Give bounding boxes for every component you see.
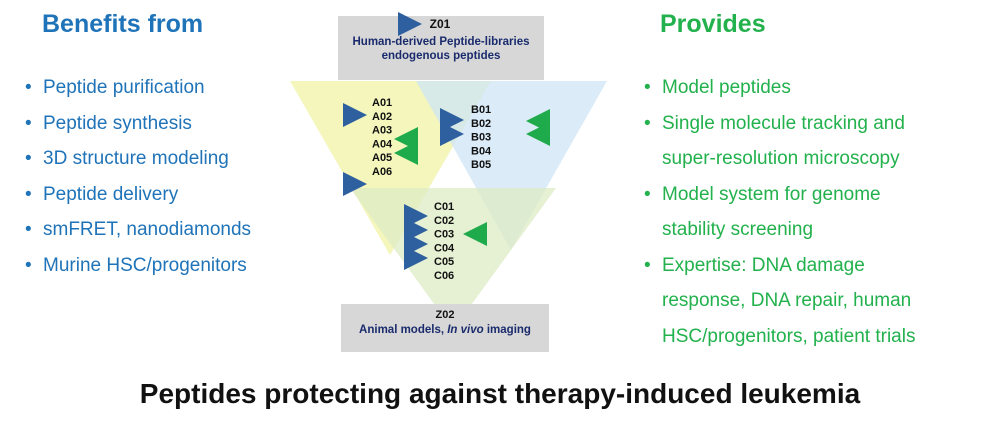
benefit-item: 3D structure modeling	[25, 141, 251, 177]
peptide-label-c02: C02	[434, 215, 454, 227]
peptide-label-c01: C01	[434, 201, 454, 213]
triangle-c	[350, 188, 556, 330]
provides-item: response, DNA repair, human	[662, 290, 912, 311]
peptide-label-c04: C04	[434, 242, 455, 254]
provides-item: HSC/progenitors, patient trials	[662, 325, 916, 347]
provides-heading: Provides	[660, 10, 766, 38]
footer-title: Peptides protecting against therapy-indu…	[139, 378, 861, 409]
benefit-item: Murine HSC/progenitors	[25, 248, 251, 284]
benefit-item: smFRET, nanodiamonds	[25, 212, 251, 248]
benefit-item: Peptide purification	[25, 70, 251, 106]
z02-label: Z02	[436, 309, 455, 321]
benefit-item: Peptide delivery	[25, 177, 251, 213]
provides-item: Single molecule tracking and	[644, 106, 915, 142]
z01-label: Z01	[430, 17, 451, 31]
peptide-label-c06: C06	[434, 270, 454, 282]
provides-list: Model peptidesSingle molecule tracking a…	[644, 70, 915, 354]
peptide-label-a03: A03	[372, 125, 392, 137]
top-library-box	[338, 16, 544, 80]
peptide-label-b03: B03	[471, 132, 491, 144]
bottom-box-text: Z02 Animal models, In vivo imaging	[359, 309, 531, 336]
provides-item: Model system for genome	[644, 177, 915, 213]
provides-item: super-resolution microscopy	[662, 148, 900, 169]
provides-item: Model peptides	[644, 70, 915, 106]
peptide-label-b02: B02	[471, 118, 491, 130]
benefits-from-heading: Benefits from	[42, 10, 204, 38]
top-box-text: Z01 Human-derived Peptide-libraries endo…	[352, 12, 530, 62]
bottom-box-line1: Animal models, In vivo imaging	[359, 324, 531, 336]
peptide-label-a01: A01	[372, 97, 392, 109]
peptide-label-b04: B04	[471, 145, 492, 157]
top-box-line2: endogenous peptides	[382, 50, 501, 62]
benefits-list: Peptide purificationPeptide synthesis3D …	[25, 70, 251, 283]
peptide-label-b01: B01	[471, 104, 491, 116]
peptide-label-a05: A05	[372, 152, 392, 164]
bottom-models-box	[341, 304, 549, 352]
peptide-label-b05: B05	[471, 159, 491, 171]
peptide-library-venn-diagram: Z01 Human-derived Peptide-libraries endo…	[290, 12, 607, 352]
peptide-label-c03: C03	[434, 229, 454, 241]
provides-item: stability screening	[662, 219, 814, 240]
provides-item: Expertise: DNA damage	[644, 248, 915, 284]
arrows	[343, 103, 550, 270]
peptide-label-c05: C05	[434, 256, 454, 268]
peptide-label-a04: A04	[372, 138, 393, 150]
top-box-line1: Human-derived Peptide-libraries	[352, 36, 529, 48]
peptide-label-a06: A06	[372, 166, 392, 178]
benefit-item: Peptide synthesis	[25, 106, 251, 142]
peptide-label-a02: A02	[372, 111, 392, 123]
